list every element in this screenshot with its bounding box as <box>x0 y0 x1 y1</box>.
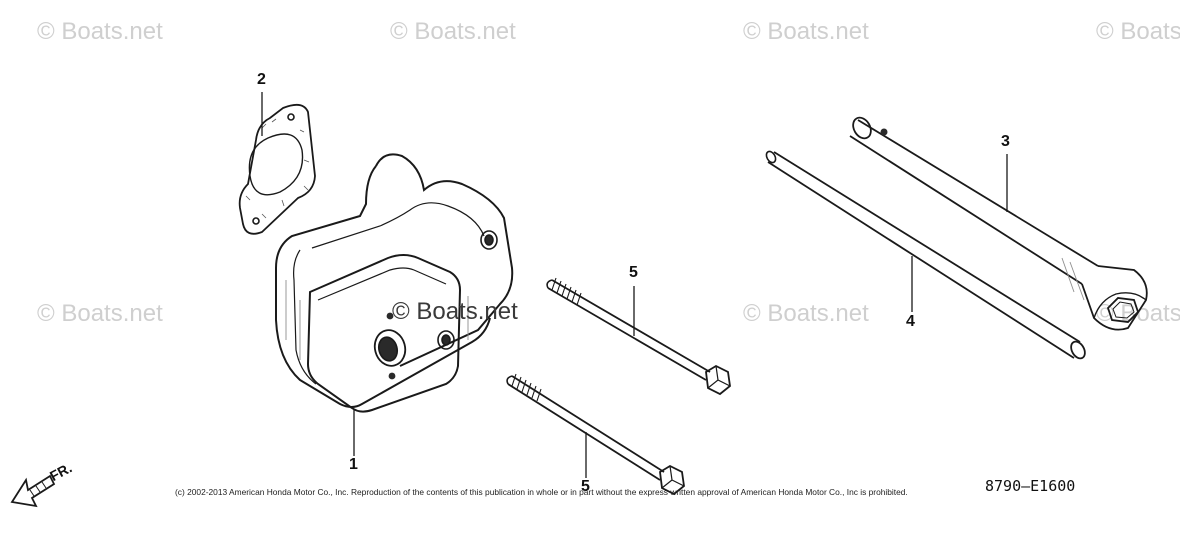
callout-part-5-lower: 5 <box>581 478 590 495</box>
callout-part-5-upper: 5 <box>629 264 638 281</box>
watermark: © Boats.net <box>743 300 869 327</box>
muffler-part <box>276 154 512 411</box>
front-arrow-icon <box>12 476 54 506</box>
gasket-part <box>240 105 315 234</box>
callout-part-2: 2 <box>257 71 266 88</box>
callout-part-3: 3 <box>1001 133 1010 150</box>
leader-lines <box>262 92 1007 478</box>
copyright-notice: (c) 2002-2013 American Honda Motor Co., … <box>175 487 908 497</box>
bolt-lower-part <box>507 374 684 494</box>
watermark: © Boats.net <box>37 300 163 327</box>
watermark-center: © Boats.net <box>392 298 518 325</box>
watermark: © Boats.net <box>37 18 163 45</box>
bolt-upper-part <box>547 278 730 394</box>
callout-part-1: 1 <box>349 456 358 473</box>
watermark: © Boats.net <box>1096 18 1180 45</box>
diagram-code: 8790—E1600 <box>985 477 1076 495</box>
watermark: © Boats.net <box>743 18 869 45</box>
callout-part-4: 4 <box>906 313 915 330</box>
watermark: © Boats.net <box>390 18 516 45</box>
box-wrench-part <box>850 114 1147 329</box>
rod-part <box>765 150 1088 361</box>
